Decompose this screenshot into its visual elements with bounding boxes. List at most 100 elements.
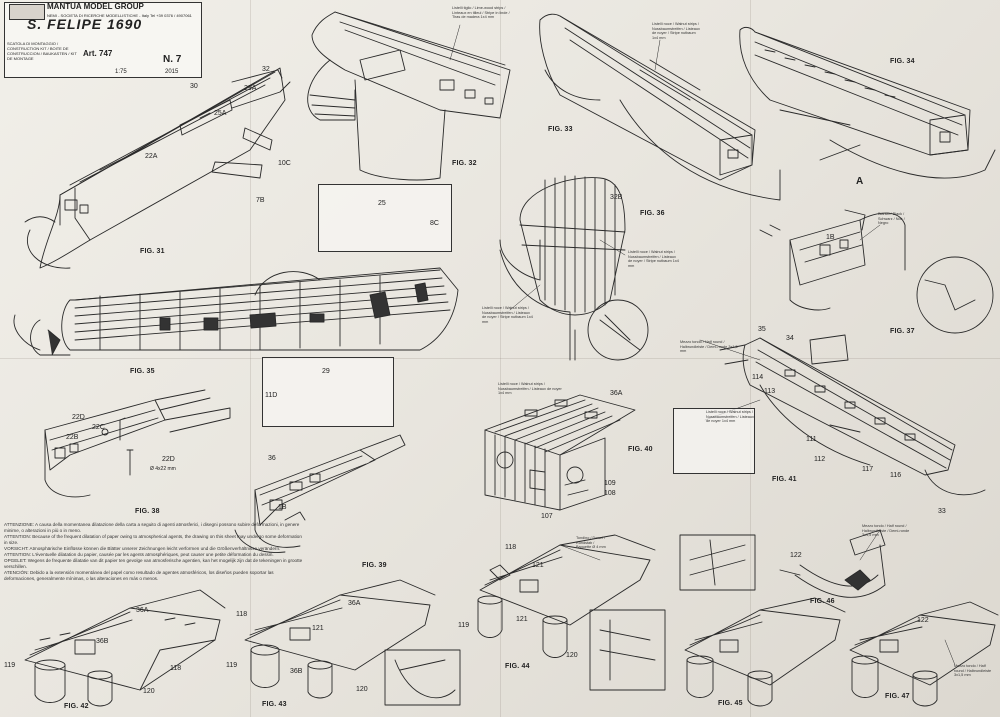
note-line: ATTENTION: Because of the frequent dilat… [4,534,302,545]
color-callout: Bianco / Black / Schwarz / Noir / Negro [878,212,905,226]
company-address: NEMI - SOCIETA DI RICERCHE MODELLISTICHE… [47,13,192,18]
note-line: VORSICHT: Atmosphärische Einflüsse könne… [4,546,281,551]
fig-label: FIG. 34 [890,58,915,65]
fig-label: FIG. 37 [890,328,915,335]
part-number: 22D [162,456,175,463]
part-number: 36A [136,607,149,614]
fig47-drawing [849,601,999,707]
part-number: 33 [938,508,946,515]
fig-label: FIG. 44 [505,663,530,670]
fig44-drawing [477,534,756,691]
fold-line-horizontal [0,358,1000,359]
part-number: 121 [532,562,544,569]
part-number: 109 [604,480,616,487]
scale: 1:75 [115,69,127,75]
part-number: 36A [348,600,361,607]
part-number: 111 [806,436,817,443]
fig36-drawing [499,175,649,361]
fig40-drawing [484,394,636,511]
part-number: 119 [458,622,470,629]
part-number: 118 [505,544,517,551]
company-name: MANTUA MODEL GROUP [47,2,144,11]
part-number: 36B [290,668,303,675]
part-number: 29 [322,368,330,375]
fig-label: FIG. 42 [64,703,89,710]
part-number: 25 [378,200,386,207]
fold-line-vertical [750,0,751,717]
part-number: 1B [826,234,835,241]
part-number: 113 [764,388,776,395]
part-number: 117 [862,466,874,473]
part-number: 120 [356,686,368,693]
model-name: S. FELIPE 1690 [27,16,143,32]
note-line: ATENCIÓN: Debido a la extensión momentán… [4,570,274,581]
part-number: 22A [145,153,158,160]
fig41-drawing [719,334,986,496]
fig42-drawing [24,589,226,707]
material-callout: Tondino / Dowel / Rundstab / Baguette Ø … [576,536,606,550]
inset-fig35-detail [318,184,452,252]
part-number: 22C [92,424,105,431]
part-number: 118 [236,611,248,618]
fig35-drawing [13,267,459,356]
part-dimension: Ø 4x22 mm [150,466,176,472]
attention-note: ATTENZIONE: A causa della momentanea dil… [4,522,304,582]
fig34-drawing [739,26,996,179]
fig-label: FIG. 46 [810,598,835,605]
fig31-drawing [24,67,291,269]
title-block: MANTUA MODEL GROUP NEMI - SOCIETA DI RIC… [4,2,202,78]
fig-label: FIG. 43 [262,701,287,708]
material-callout: Listelli noce / Walnut strips / Nussbaum… [628,250,679,268]
fig38-drawing [44,389,231,498]
material-callout: Mezzo tondo / Half round / Halbrundleist… [862,524,910,538]
material-callout: Listelli noce / Walnut strips / Nussbaum… [482,306,533,324]
year: 2015 [165,69,179,75]
fig-label: FIG. 41 [772,476,797,483]
part-number: 36 [268,455,276,462]
part-number: 35 [758,326,766,333]
company-logo [9,4,45,20]
part-number: 120 [143,688,155,695]
part-number: 34 [786,335,794,342]
fig-label: FIG. 40 [628,446,653,453]
part-number: 36A [610,390,623,397]
part-number: 122 [917,617,929,624]
note-line: OPGELET: Wegens de frequente dilatatie v… [4,558,303,569]
part-number: 22B [66,434,79,441]
part-number: 108 [604,490,616,497]
part-label-a: A [856,176,864,187]
plan-number: N. 7 [163,54,182,65]
part-number: 121 [312,625,324,632]
part-number: 11D [265,392,278,399]
inset-fig35-stern [262,357,394,427]
material-callout: Listelli noce / Walnut strips / Nussbaum… [706,410,754,424]
kit-labels: SCATOLA DI MONTAGGIO / CONSTRUCTION KIT … [7,41,77,61]
fig32-drawing [307,11,511,181]
fig-label: FIG. 31 [140,248,165,255]
part-number: 107 [541,513,553,520]
part-number: 32B [610,194,623,201]
part-number: 121 [516,616,528,623]
material-callout: Mezzo tondo / Half round / Halbrundleist… [954,664,992,678]
part-number: 30 [190,83,198,90]
part-number: 114 [752,374,764,381]
part-number: 118 [170,665,182,672]
fig-label: FIG. 32 [452,160,477,167]
part-number: 112 [814,456,826,463]
fig37-drawing [759,209,994,334]
material-callout: Listelli noce / Walnut strips / Nussbaum… [498,382,562,396]
fig43-drawing [244,579,461,706]
part-number: 36B [96,638,109,645]
fig46-drawing [779,529,886,598]
fig45-drawing [684,597,846,707]
fig-label: FIG. 45 [718,700,743,707]
material-callout: Listelli tiglio / Lime-wood strips / Lin… [452,6,510,20]
fig-label: FIG. 33 [548,126,573,133]
part-number: 10C [278,160,291,167]
part-number: 7B [256,197,265,204]
fig39-drawing [234,434,406,553]
note-line: ATTENTION: L'éventuelle dilatation du pa… [4,552,274,557]
part-number: 122 [790,552,802,559]
